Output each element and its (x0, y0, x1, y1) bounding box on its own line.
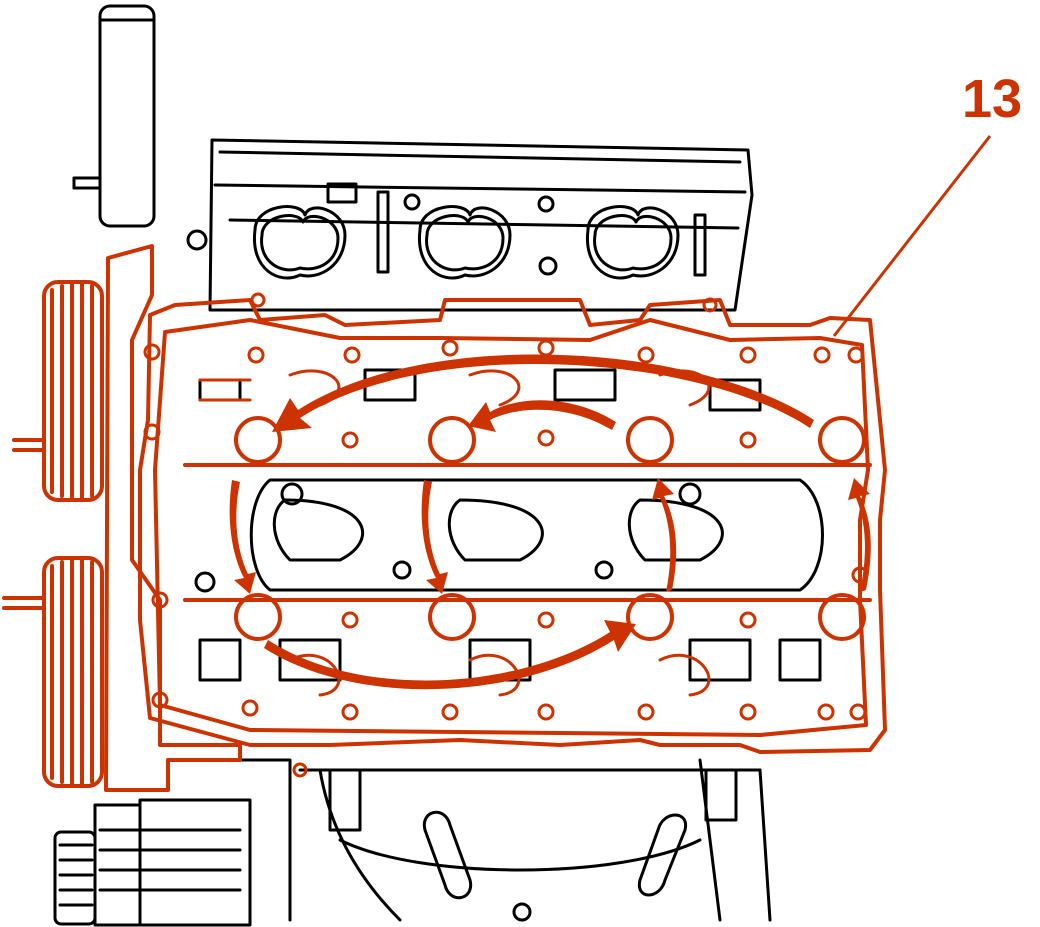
rear-timing-sprocket (72, 4, 156, 228)
alternator (53, 798, 252, 927)
sequence-arrow-bottom-long (264, 620, 636, 690)
tightening-sequence-arrows (229, 354, 871, 690)
perimeter-bolts (143, 292, 869, 778)
sequence-arrow-vertical-2 (421, 480, 448, 594)
sequence-arrow-vertical-4 (848, 478, 871, 592)
bolt-bosses-bottom-row (234, 593, 866, 641)
sequence-arrow-top-short (468, 400, 616, 432)
camshaft-interior (194, 368, 824, 682)
front-camshaft-pulley-lower (2, 556, 104, 788)
bolt-bosses-top-row (234, 416, 866, 464)
callout-number-label: 13 (962, 69, 1023, 129)
callout-leader-line (832, 135, 992, 337)
lower-engine-block (238, 758, 772, 922)
gasket-inner-outline (153, 318, 870, 737)
engine-block-line-art (53, 4, 824, 927)
sequence-arrow-top-long (272, 354, 814, 432)
sequence-arrow-vertical-3 (652, 478, 677, 592)
gasket-center-rail (183, 463, 872, 602)
intake-manifold (186, 138, 754, 312)
highlighted-cylinder-head-cover (2, 244, 887, 792)
sequence-arrow-vertical-1 (229, 480, 256, 594)
gasket-outer-outline (138, 298, 887, 754)
timing-cover-plate (104, 244, 242, 792)
front-camshaft-pulley-upper (12, 280, 104, 502)
